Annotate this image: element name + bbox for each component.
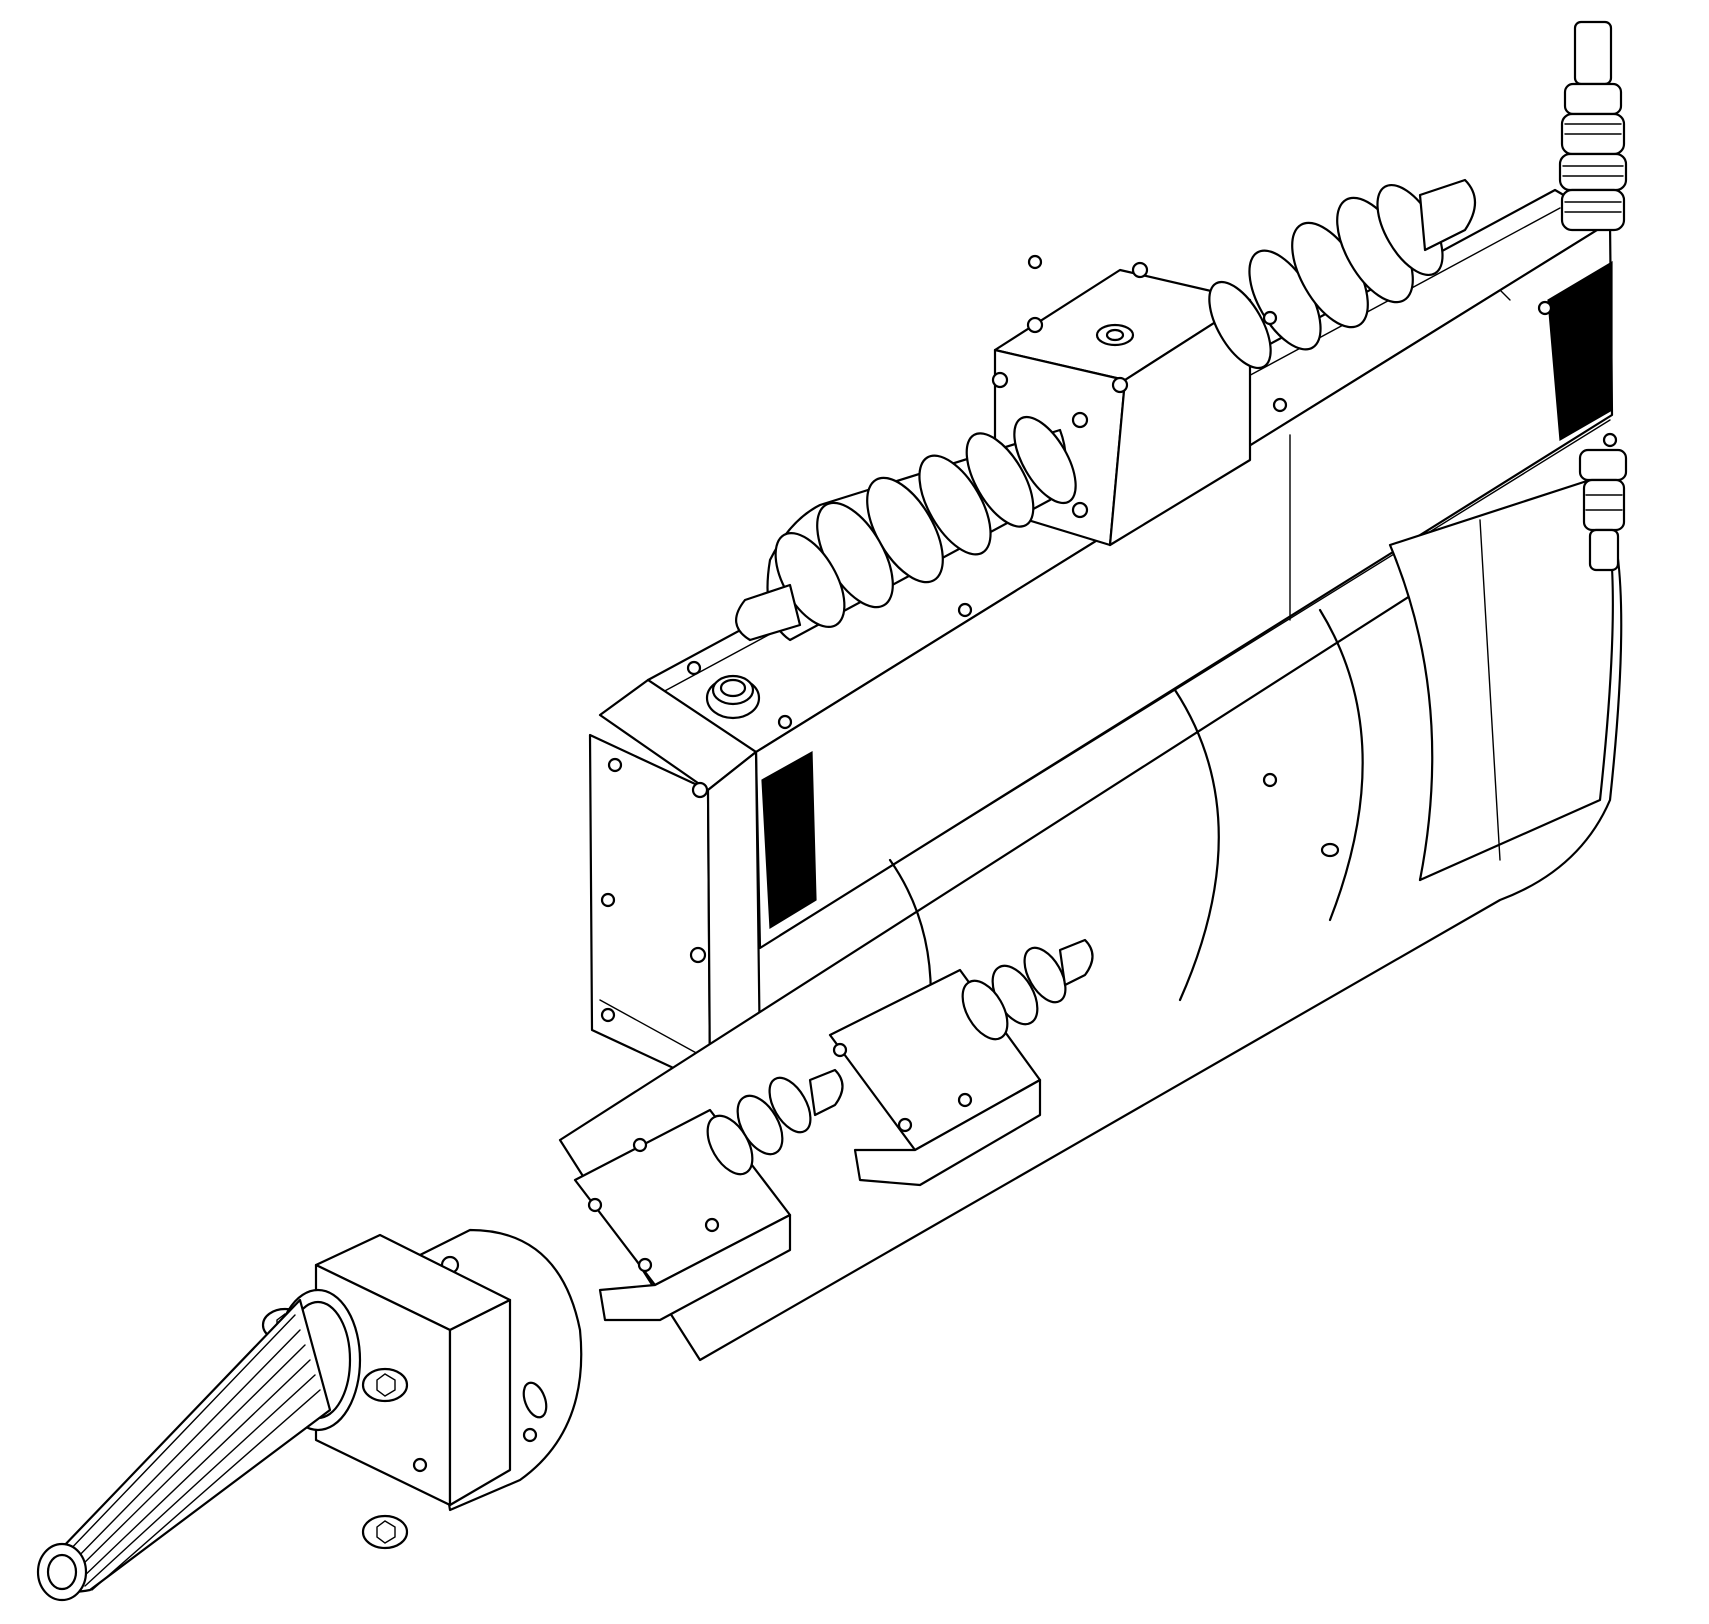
sensor-probe-upper [961, 938, 1094, 1041]
end-cap-box [588, 678, 762, 1087]
cable-gland-left [735, 415, 1077, 642]
cable-gland-right [1208, 178, 1477, 370]
fasteners [957, 254, 1618, 618]
sensor-probe-lower [706, 1068, 844, 1176]
motor-end-housing [1388, 478, 1614, 882]
round-connector [686, 660, 793, 730]
vertical-connector [1558, 20, 1628, 572]
output-spline-shaft [36, 1288, 362, 1602]
